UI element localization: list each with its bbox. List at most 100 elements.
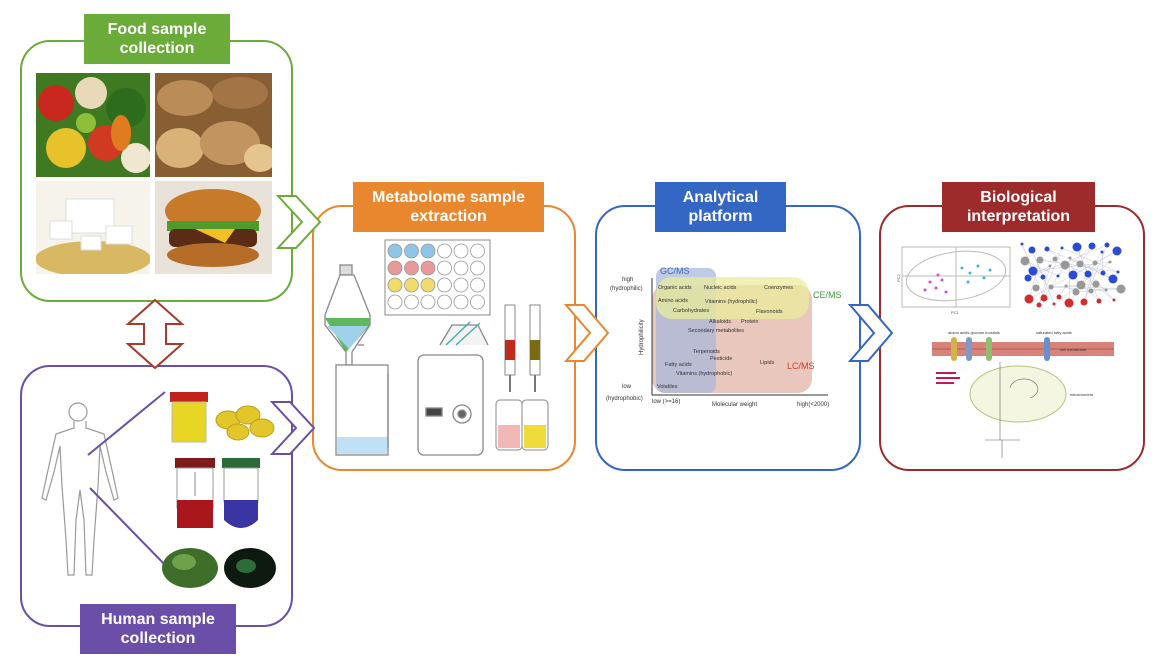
network-node bbox=[1076, 260, 1084, 268]
network-node bbox=[1104, 288, 1108, 292]
label-carbohydrates: Carbohydrates bbox=[673, 308, 709, 314]
network-node bbox=[1052, 302, 1056, 306]
well-plate-icon bbox=[384, 239, 491, 316]
network-node bbox=[1068, 256, 1072, 260]
network-node bbox=[1040, 274, 1046, 280]
biological-title-line1: Biological bbox=[980, 189, 1057, 206]
label-coenzymes: Coenzymes bbox=[764, 285, 793, 291]
network-node bbox=[1092, 280, 1100, 288]
cell-membrane-label: cell membrane bbox=[1060, 347, 1087, 352]
well bbox=[404, 260, 419, 276]
network-edge bbox=[1069, 257, 1104, 274]
network-node bbox=[1048, 284, 1054, 290]
biological-title: Biological interpretation bbox=[942, 182, 1095, 232]
pca-x-label: PC1 bbox=[951, 310, 960, 315]
network-node bbox=[1032, 284, 1040, 292]
network-node bbox=[1116, 284, 1126, 294]
network-graph bbox=[1020, 242, 1126, 308]
label-vitamins-hydrophilic: Vitamins (hydrophilic) bbox=[705, 299, 758, 305]
biological-title-line2: interpretation bbox=[966, 208, 1071, 225]
y-axis-label: Hydrophilicity bbox=[639, 319, 645, 355]
label-fatty-acids: Fatty acids bbox=[665, 362, 692, 368]
network-node bbox=[1052, 256, 1058, 262]
gcms-label: GC/MS bbox=[660, 266, 690, 276]
network-edge bbox=[1024, 260, 1059, 277]
chevron-food-to-extraction bbox=[275, 195, 322, 249]
network-edge bbox=[1028, 259, 1041, 300]
well bbox=[470, 277, 485, 293]
network-node bbox=[1024, 274, 1032, 282]
network-node bbox=[1108, 274, 1118, 284]
human-body-illustration bbox=[41, 402, 119, 576]
well bbox=[437, 260, 452, 276]
well bbox=[387, 243, 403, 259]
human-sample-title: Human sample collection bbox=[80, 604, 236, 654]
network-node bbox=[1088, 288, 1094, 294]
bread-photo bbox=[155, 73, 272, 177]
network-node bbox=[1104, 242, 1110, 248]
network-node bbox=[1072, 288, 1080, 296]
network-node bbox=[1036, 256, 1044, 264]
label-flavonoids: Flavonoids bbox=[756, 309, 783, 315]
well bbox=[453, 294, 469, 310]
pca-plot: PC2 PC1 bbox=[896, 246, 1011, 315]
well bbox=[437, 294, 452, 310]
label-amino-acids: Amino acids bbox=[658, 298, 688, 304]
pathway-diagram: amino acids glucose inositols saturated … bbox=[932, 330, 1114, 458]
chevron-extraction-to-analytical bbox=[563, 304, 610, 362]
x-axis-label: Molecular weight bbox=[712, 402, 757, 408]
well bbox=[420, 243, 436, 259]
food-title-line2: collection bbox=[119, 40, 195, 57]
well bbox=[453, 260, 469, 276]
well bbox=[404, 277, 419, 293]
syringe-yellow-icon bbox=[521, 304, 549, 451]
network-node bbox=[1080, 298, 1088, 306]
cems-label: CE/MS bbox=[813, 290, 842, 300]
well bbox=[470, 294, 485, 310]
network-edge bbox=[1083, 244, 1108, 303]
well bbox=[404, 294, 419, 310]
network-node bbox=[1060, 246, 1064, 250]
network-edge bbox=[1050, 283, 1097, 288]
label-organic-acids: Organic acids bbox=[658, 285, 692, 291]
network-node bbox=[1092, 260, 1098, 266]
network-node bbox=[1116, 270, 1120, 274]
network-edge bbox=[1043, 264, 1066, 299]
extraction-title: Metabolome sample extraction bbox=[353, 182, 544, 232]
cems-region bbox=[656, 277, 809, 319]
pca-y-label: PC2 bbox=[896, 273, 901, 282]
well bbox=[404, 243, 419, 259]
network-edge bbox=[1079, 263, 1114, 280]
network-node bbox=[1044, 246, 1050, 252]
network-node bbox=[1056, 294, 1062, 300]
well bbox=[387, 294, 403, 310]
network-node bbox=[1040, 294, 1048, 302]
food-title-line1: Food sample bbox=[107, 21, 207, 38]
network-node bbox=[1100, 270, 1106, 276]
x-high: high(<2000) bbox=[797, 402, 829, 408]
analytical-title: Analytical platform bbox=[655, 182, 786, 232]
membrane-right-label: saturated fatty acids bbox=[1036, 330, 1072, 335]
well bbox=[420, 294, 436, 310]
analytical-title-line1: Analytical bbox=[682, 189, 759, 206]
network-edge bbox=[1061, 247, 1119, 273]
network-node bbox=[1088, 242, 1096, 250]
network-node bbox=[1064, 284, 1068, 288]
x-low: low (>=16) bbox=[652, 399, 680, 405]
pointer-line-upper bbox=[87, 391, 166, 456]
label-alkaloids: Alkaloids bbox=[709, 319, 731, 325]
network-node bbox=[1020, 242, 1024, 246]
network-node bbox=[1100, 250, 1104, 254]
network-node bbox=[1048, 264, 1052, 268]
syringe-red-icon bbox=[495, 304, 523, 451]
homogenizer-icon bbox=[417, 321, 489, 456]
well bbox=[470, 243, 485, 259]
network-edge bbox=[1027, 265, 1051, 279]
tissue-sample-dark-icon bbox=[224, 548, 276, 588]
network-edge bbox=[1101, 251, 1104, 274]
extraction-title-line1: Metabolome sample bbox=[372, 189, 525, 206]
y-low-sub: (hydrophobic) bbox=[606, 396, 643, 402]
tofu-soybeans-photo bbox=[36, 181, 150, 274]
network-node bbox=[1096, 298, 1102, 304]
